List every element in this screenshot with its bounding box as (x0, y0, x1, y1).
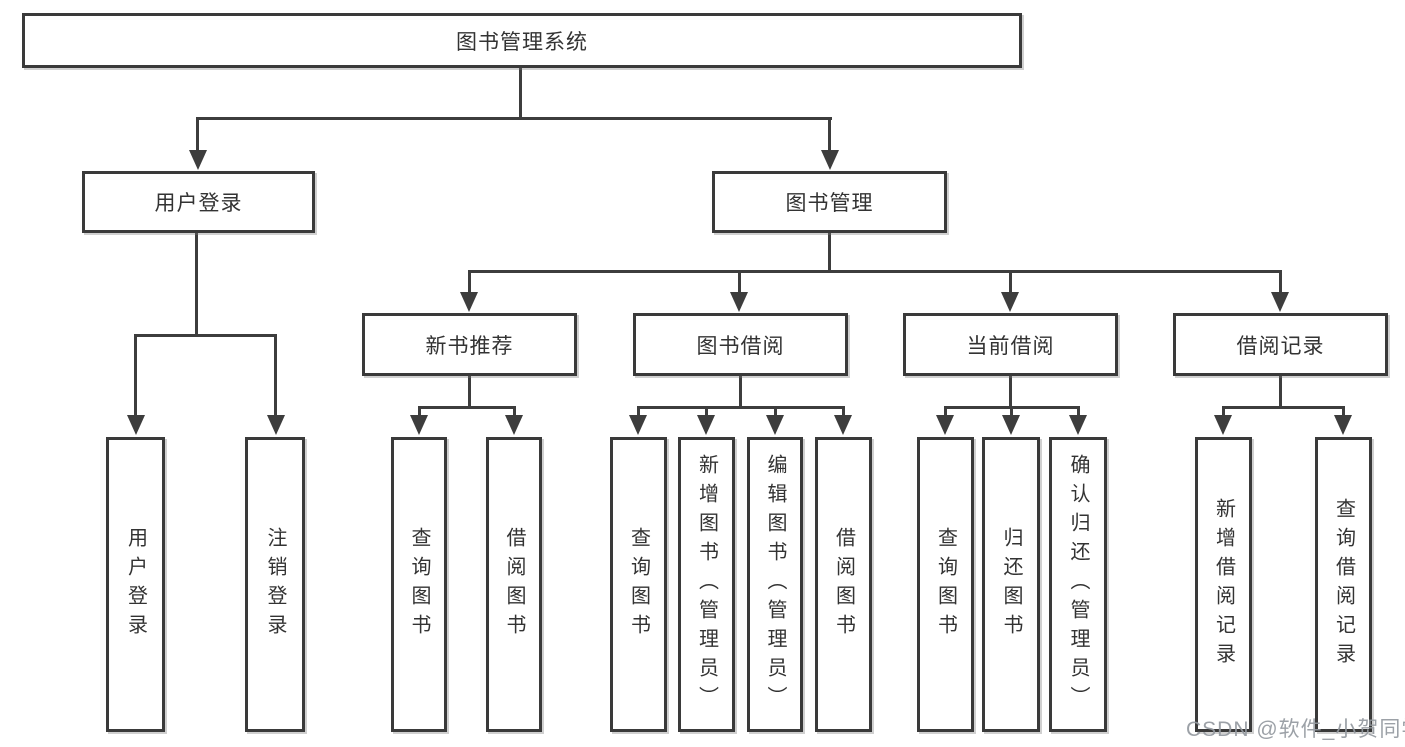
connector-leaf-stem (842, 406, 845, 416)
connector-borrowrecord-down (1279, 376, 1282, 408)
leaf-edit-book-admin: 编辑图书（管理员） (747, 437, 803, 732)
connector-newbook-hline (418, 406, 516, 409)
leaf-logout: 注销登录 (245, 437, 305, 732)
node-book-management-label: 图书管理 (785, 192, 874, 215)
arrowhead (410, 415, 428, 435)
connector-leaf-stem (1077, 406, 1080, 416)
leaf-logout-label: 注销登录 (264, 526, 286, 643)
node-book-borrow-label: 图书借阅 (696, 334, 785, 358)
leaf-query-borrow-record-label: 查询借阅记录 (1332, 497, 1355, 672)
connector-bookborrow-down (739, 376, 742, 408)
connector-leaf-stem (637, 406, 640, 416)
arrowhead (505, 415, 523, 435)
watermark: CSDN @软件_小贺同学 (1186, 718, 1405, 741)
leaf-query-book-current: 查询图书 (917, 437, 974, 732)
leaf-query-book-borrow: 查询图书 (610, 437, 667, 732)
leaf-borrow-book-borrow: 借阅图书 (815, 437, 872, 732)
leaf-add-borrow-record-label: 新增借阅记录 (1212, 497, 1235, 672)
leaf-confirm-return-admin: 确认归还（管理员） (1049, 437, 1107, 732)
connector-leaf-stem (134, 336, 137, 415)
arrowhead (821, 150, 839, 170)
connector-userlogin-hline (134, 334, 277, 337)
arrowhead (730, 292, 748, 312)
arrowhead (766, 415, 784, 435)
arrowhead (1271, 292, 1289, 312)
arrowhead (697, 415, 715, 435)
connector-leaf-stem (705, 406, 708, 416)
node-new-book-recommend-label: 新书推荐 (425, 334, 514, 358)
leaf-query-book-newbook: 查询图书 (391, 437, 447, 732)
arrowhead (1069, 415, 1087, 435)
leaf-borrow-book-borrow-label: 借阅图书 (832, 526, 855, 643)
arrowhead (1001, 292, 1019, 312)
arrowhead (834, 415, 852, 435)
node-library-system: 图书管理系统 (22, 13, 1022, 68)
connector-root-stem (519, 68, 522, 120)
connector-bookmgmt-down (828, 233, 831, 272)
arrowhead (1334, 415, 1352, 435)
arrowhead (1002, 415, 1020, 435)
node-book-management: 图书管理 (712, 171, 947, 233)
arrowhead (267, 415, 285, 435)
connector-leaf-stem (944, 406, 947, 416)
leaf-edit-book-admin-label: 编辑图书（管理员） (764, 454, 786, 715)
leaf-query-borrow-record: 查询借阅记录 (1315, 437, 1372, 732)
leaf-user-login-label: 用户登录 (124, 526, 147, 643)
connector-bookmgmt-stem (828, 118, 831, 150)
connector-leaf-stem (774, 406, 777, 416)
connector-userlogin-stem (196, 118, 199, 150)
arrowhead (936, 415, 954, 435)
connector-leaf-stem (513, 406, 516, 416)
node-book-borrow: 图书借阅 (633, 313, 848, 376)
node-current-borrow: 当前借阅 (903, 313, 1118, 376)
connector-currentborrow-down (1009, 376, 1012, 408)
connector-userlogin-down (195, 233, 198, 336)
node-library-system-label: 图书管理系统 (456, 30, 588, 54)
arrowhead (460, 292, 478, 312)
leaf-query-book-current-label: 查询图书 (934, 526, 957, 643)
connector-leaf-stem (1222, 406, 1225, 416)
connector-l3-stem (1279, 272, 1282, 293)
node-new-book-recommend: 新书推荐 (362, 313, 577, 376)
leaf-add-borrow-record: 新增借阅记录 (1195, 437, 1252, 732)
node-borrow-record-label: 借阅记录 (1236, 334, 1325, 358)
leaf-return-book-label: 归还图书 (1000, 526, 1022, 643)
connector-l3-stem (738, 272, 741, 293)
connector-l3-stem (468, 272, 471, 293)
arrowhead (629, 415, 647, 435)
leaf-query-book-newbook-label: 查询图书 (408, 526, 430, 643)
node-user-login: 用户登录 (82, 171, 315, 233)
connector-root-hline (196, 117, 832, 120)
connector-borrowrecord-hline (1222, 406, 1345, 409)
node-user-login-label: 用户登录 (154, 192, 243, 215)
leaf-query-book-borrow-label: 查询图书 (627, 526, 650, 643)
connector-leaf-stem (1010, 406, 1013, 416)
connector-l3-stem (1009, 272, 1012, 293)
connector-bookborrow-hline (637, 406, 845, 409)
arrowhead (127, 415, 145, 435)
node-borrow-record: 借阅记录 (1173, 313, 1388, 376)
leaf-add-book-admin: 新增图书（管理员） (678, 437, 735, 732)
leaf-confirm-return-admin-label: 确认归还（管理员） (1067, 454, 1089, 715)
leaf-add-book-admin-label: 新增图书（管理员） (695, 454, 718, 715)
connector-leaf-stem (1342, 406, 1345, 416)
node-current-borrow-label: 当前借阅 (966, 334, 1055, 358)
leaf-borrow-book-newbook-label: 借阅图书 (503, 526, 525, 643)
arrowhead (189, 150, 207, 170)
connector-leaf-stem (274, 336, 277, 415)
connector-bookmgmt-hline (468, 270, 1282, 273)
leaf-user-login: 用户登录 (106, 437, 165, 732)
leaf-return-book: 归还图书 (982, 437, 1040, 732)
arrowhead (1214, 415, 1232, 435)
leaf-borrow-book-newbook: 借阅图书 (486, 437, 542, 732)
connector-newbook-down (468, 376, 471, 408)
connector-leaf-stem (418, 406, 421, 416)
